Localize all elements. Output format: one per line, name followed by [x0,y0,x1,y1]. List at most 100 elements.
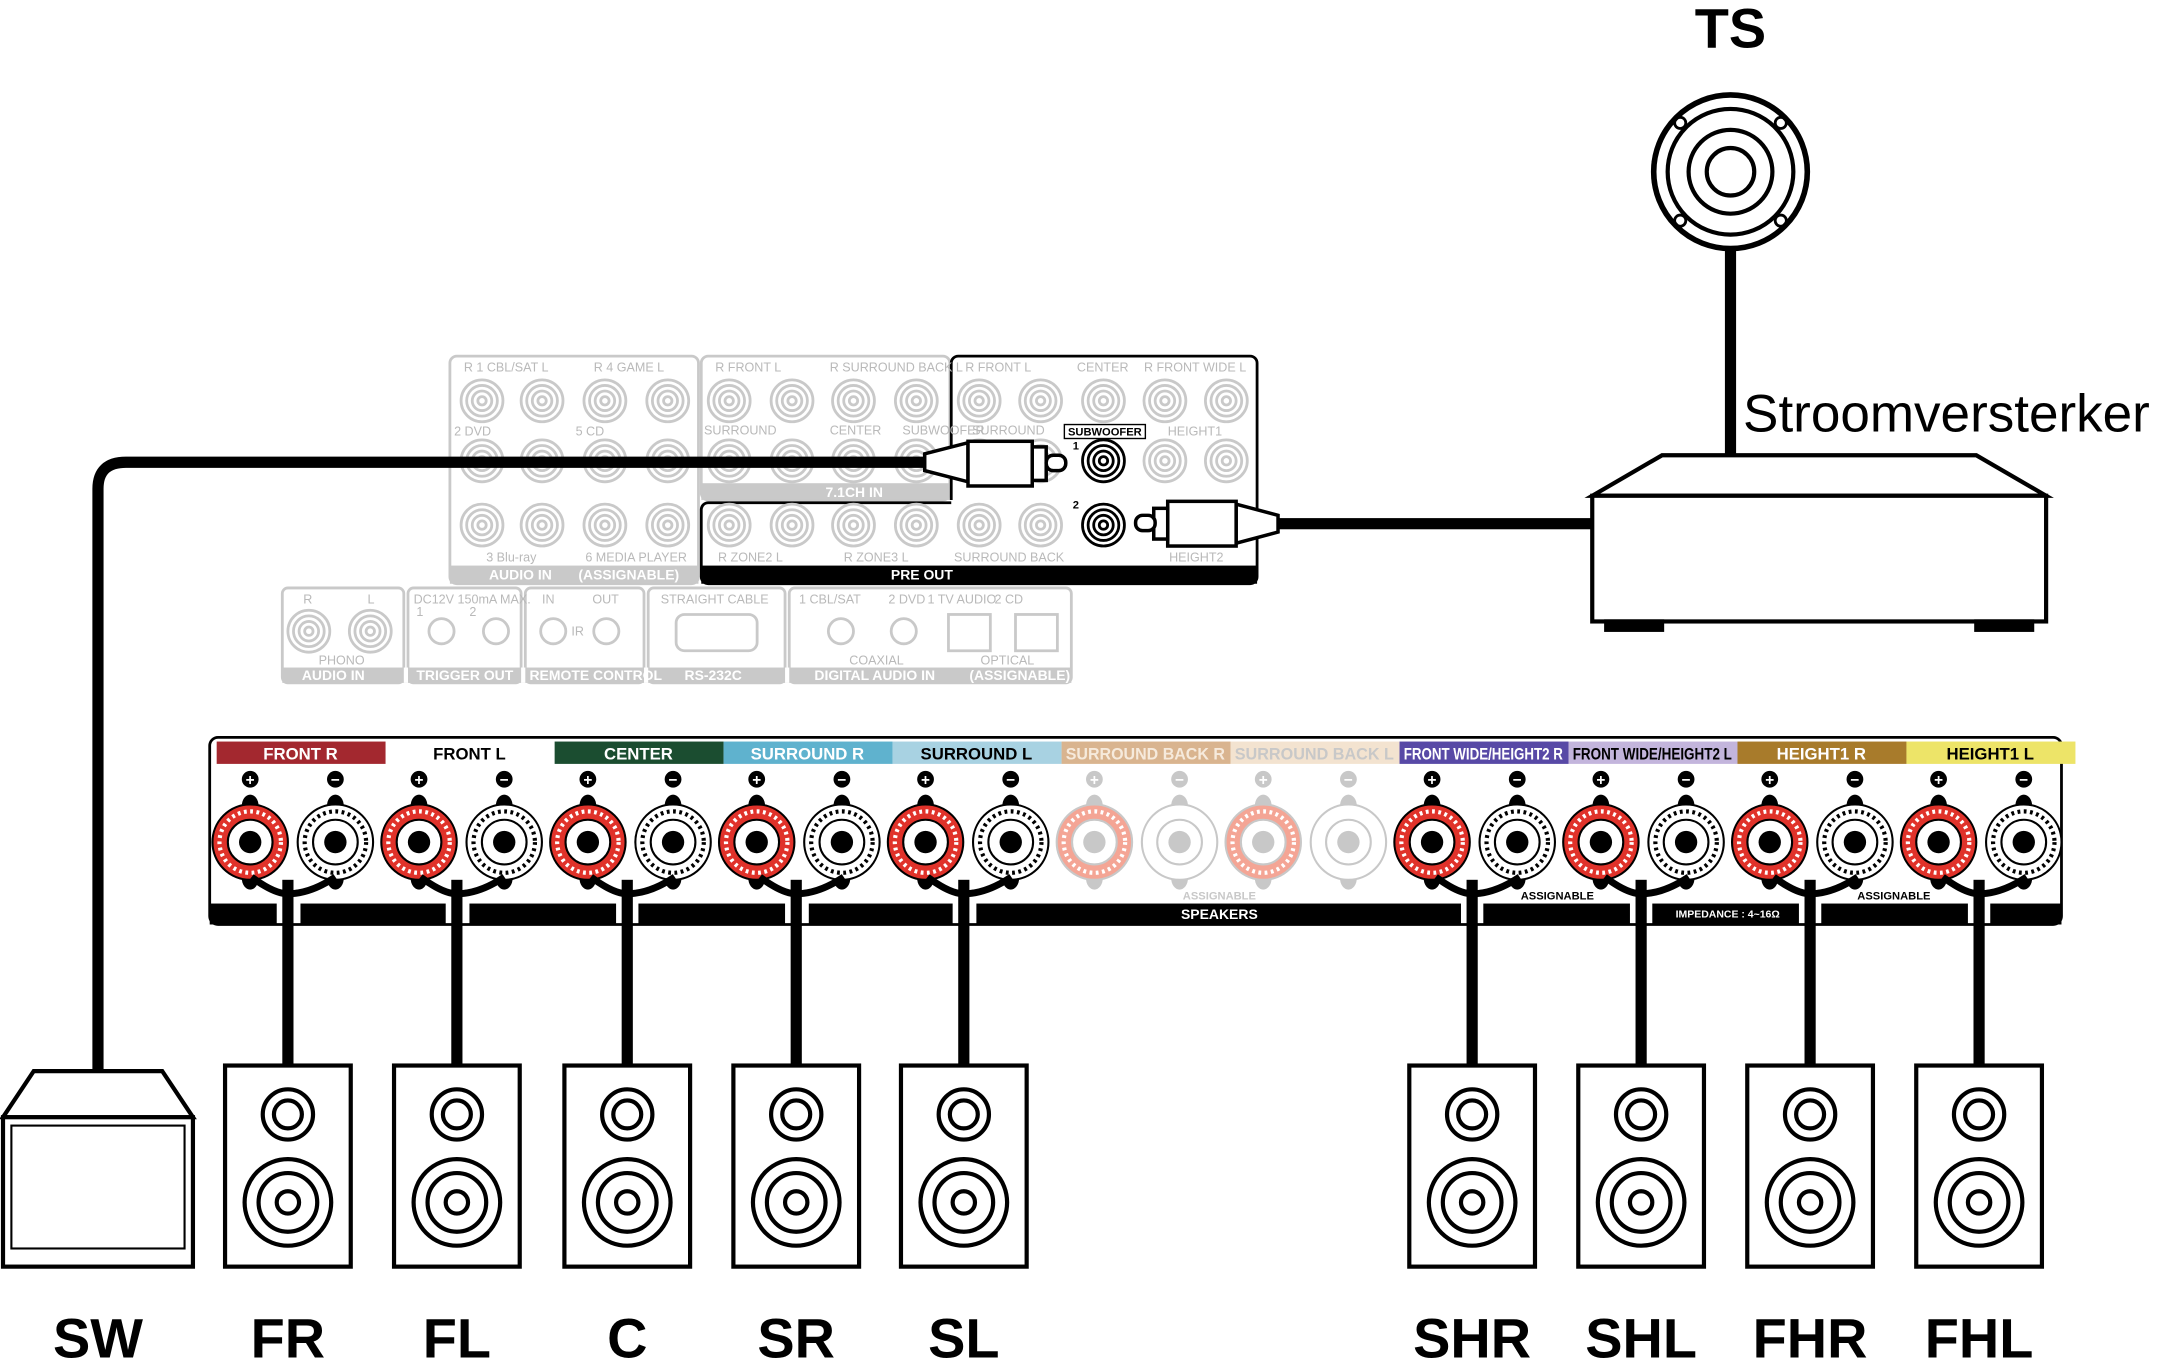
text: 5 CD [576,425,605,439]
jack [539,617,568,646]
cable-split [1433,874,1522,898]
speaker-icon [1576,1063,1707,1269]
tweeter-icon [1650,92,1811,252]
channel-label: CENTER [604,745,673,764]
rca-jack [769,502,815,548]
text: R 1 CBL/SAT L [464,360,549,374]
speaker-terminal-plus[interactable]: + [1730,770,1809,890]
cable-split [1771,874,1860,898]
speakers-bar [808,903,953,925]
speaker-cable [958,879,970,1067]
speaker-cable [790,879,802,1067]
speaker-terminal-plus[interactable]: + [1224,770,1302,890]
subwoofer-pre-out-1-jack [1081,438,1126,484]
speaker-label: FHR [1753,1306,1868,1363]
speaker-cable [621,879,633,1067]
text: (ASSIGNABLE) [578,567,679,583]
text: R SURROUND BACK L [830,360,963,374]
optical-port [1014,613,1059,653]
speaker-terminal-plus[interactable]: + [549,770,627,890]
channel-label: HEIGHT1 R [1777,745,1866,764]
speaker-terminal-plus[interactable]: + [717,770,796,890]
rca-jack [286,608,332,654]
rca-plug-icon [1133,499,1280,548]
channel-label: SURROUND BACK R [1066,745,1225,764]
text: SURROUND [704,423,777,437]
pre-out-title: PRE OUT [891,567,953,583]
cable-split [249,874,338,898]
channel-surround-back-r: SURROUND BACK R + − [1055,741,1231,890]
speaker-terminal-minus[interactable]: − [1478,770,1557,890]
plus-icon [1592,770,1610,788]
speaker-label: SL [928,1306,999,1363]
speaker-terminal-minus[interactable]: − [1816,770,1894,890]
speaker-icon [222,1063,353,1269]
speaker-terminal-plus[interactable]: + [1562,770,1640,890]
text: 1 [1073,441,1079,453]
plus-sign: + [1765,772,1774,789]
speaker-cable [1635,879,1647,1067]
speaker-terminal-panel: FRONT R+−FRONT L+−CENTER+−SURROUND R+−SU… [208,735,2076,926]
text: SUBWOOFER [902,423,984,437]
speaker-terminal-plus[interactable]: + [1393,770,1471,890]
plus-sign: + [1259,772,1268,789]
text: 2 [469,605,476,619]
channel-label-band [216,741,386,764]
minus-sign: − [1682,772,1691,789]
speaker-terminal-minus[interactable]: − [1985,770,2063,890]
text: 2 DVD [454,425,491,439]
speaker-terminal-minus[interactable]: − [1309,770,1388,890]
channel-label: SURROUND R [751,745,865,764]
speaker-terminal-plus[interactable]: + [886,770,965,890]
plus-icon [579,770,597,788]
cable-split [757,874,846,898]
text: HEIGHT2 [1169,550,1223,564]
cable-split [418,874,507,898]
assignable-label: ASSIGNABLE [1521,890,1594,902]
channel-height1-l: HEIGHT1 L+− [1899,741,2076,890]
channel-front-wide-height2-l: FRONT WIDE/HEIGHT2 L + − [1562,741,1738,890]
speaker-icon [898,1063,1029,1269]
jack [889,617,918,646]
minus-icon [2015,770,2033,788]
channel-surround-back-l: SURROUND BACK L+− [1224,741,1400,890]
speaker-terminal-minus[interactable]: − [1140,770,1219,890]
speaker-terminal-minus[interactable]: − [296,770,375,890]
minus-sign: − [669,772,678,789]
cable-split [588,874,677,898]
text: OUT [592,592,619,606]
speaker-terminal-minus[interactable]: − [1647,770,1725,890]
text: IR [571,624,584,638]
text: IN [542,592,555,606]
subwoofer-label: SUBWOOFER [1068,427,1142,439]
speaker-terminal-plus[interactable]: + [211,770,289,890]
speakers-bar [300,903,446,925]
rca-jack [519,502,565,548]
speaker-label: C [607,1306,647,1363]
rca-jack [769,378,815,424]
rca-jack [1142,378,1188,424]
speaker-terminal-plus[interactable]: + [1899,770,1978,890]
text: R [303,592,312,606]
rca-jack [1204,378,1249,424]
text: R FRONT L [715,360,781,374]
speaker-icon [562,1063,693,1269]
text: STRAIGHT CABLE [661,592,769,606]
speaker-terminal-plus[interactable]: + [1055,770,1134,890]
rca-jack [956,502,1002,548]
plus-sign: + [1596,772,1605,789]
minus-sign: − [1175,772,1184,789]
jack [427,617,456,646]
speakers-bar [1990,903,2062,925]
rca-jack [1018,378,1063,424]
speakers-bar [976,903,1461,925]
channel-label: FRONT WIDE/HEIGHT2 L [1573,745,1732,764]
plus-sign: + [1934,772,1943,789]
speaker-cable [1804,879,1816,1067]
speaker-terminal-plus[interactable]: + [380,770,458,890]
minus-icon [1340,770,1357,788]
plus-sign: + [583,772,592,789]
channel-height1-r: HEIGHT1 R+ − [1730,741,1907,890]
plus-icon [1761,770,1779,788]
minus-icon [1508,770,1526,788]
